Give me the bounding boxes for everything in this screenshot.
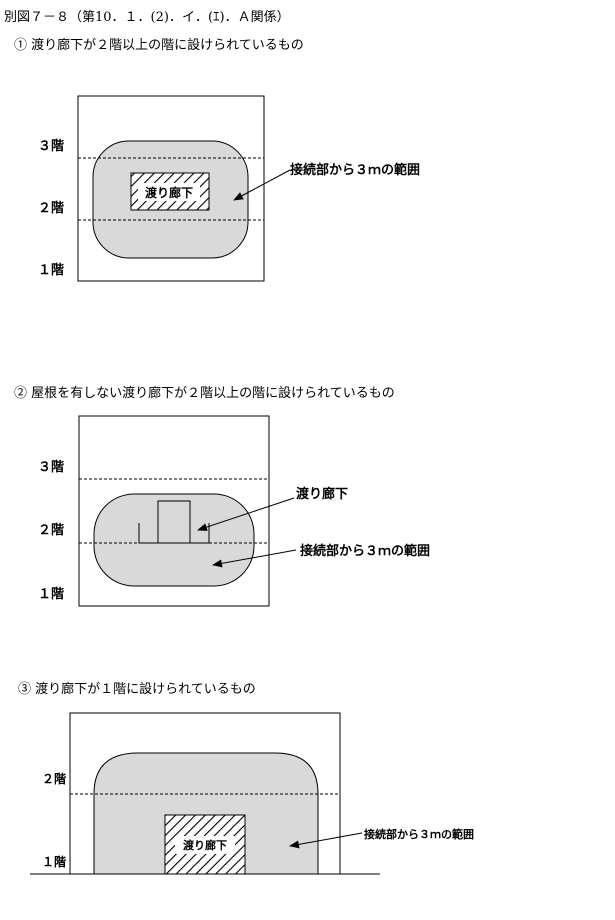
floor-label-1: １階 [38,262,64,278]
page-title: 別図７－８（第10．１．(2)．イ．(ｴ)．Ａ関係） [4,10,290,25]
figure-1: 渡り廊下 ３階 ２階 １階 接続部から３ｍの範囲 [38,95,420,282]
corridor-label: 渡り廊下 [296,486,348,502]
range-label: 接続部から３ｍの範囲 [290,162,420,178]
caption-figure-2: ② 屋根を有しない渡り廊下が２階以上の階に設けられているもの [14,386,395,401]
floor-label-2: ２階 [38,200,64,216]
floor-label-1: １階 [38,586,64,602]
figure-3: 渡り廊下 ２階 １階 接続部から３ｍの範囲 [30,712,474,875]
floor-label-1: １階 [42,854,66,869]
range-arrow [289,832,363,849]
open-corridor-outline [138,500,210,544]
range-arrow [233,169,291,201]
corridor-label: 渡り廊下 [145,185,193,200]
range-label: 接続部から３ｍの範囲 [300,543,430,559]
corridor-label-bg [138,183,200,201]
corridor-arrow [197,497,295,531]
range-area [93,493,255,587]
range-arrow [212,549,297,568]
caption-figure-3: ③ 渡り廊下が１階に設けられているもの [18,682,256,697]
figure-2: ３階 ２階 １階 渡り廊下 接続部から３ｍの範囲 [38,415,430,607]
corridor-label: 渡り廊下 [183,838,227,852]
floor-label-2: ２階 [38,522,64,538]
caption-figure-1: ① 渡り廊下が２階以上の階に設けられているもの [14,38,304,53]
floor-label-3: ３階 [38,459,64,475]
floor-label-2: ２階 [42,771,66,786]
range-area [93,752,319,875]
floor-label-3: ３階 [38,138,64,154]
corridor-label-bg [175,836,235,854]
range-label: 接続部から３ｍの範囲 [364,827,474,841]
